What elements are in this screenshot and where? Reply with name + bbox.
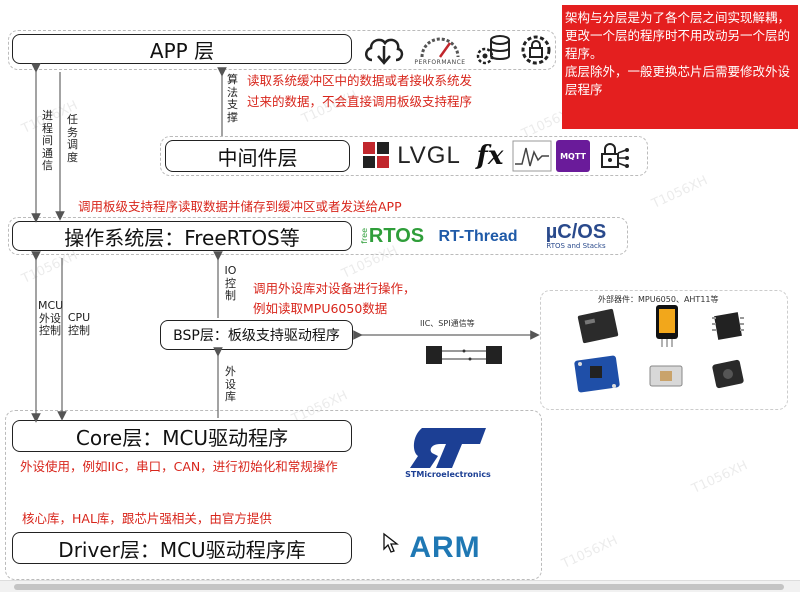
mqtt-label: MQTT: [560, 151, 586, 161]
bus-label: IIC、SPI通信等: [420, 319, 475, 328]
os-group-outline: [8, 217, 628, 255]
bsp-call-note-2: 例如读取MPU6050数据: [253, 301, 388, 316]
display-module-icon: [656, 305, 678, 347]
bus-chips-diagram: [426, 346, 502, 364]
app-read-note-1: 读取系统缓冲区中的数据或者接收系统发: [247, 73, 473, 88]
cloud-download-icon: [365, 38, 404, 65]
st-sub-label: STMicroelectronics: [405, 469, 491, 479]
lock-network-icon: [601, 143, 629, 168]
ipc-label: 进程间通信: [42, 109, 53, 172]
note-line-1: 架构与分层是为了各个层之间实现解耦，更改一个层的程序时不用改动另一个层的程序。: [565, 10, 791, 61]
lvgl-logo: LVGL: [356, 138, 468, 174]
cursor-icon: [383, 532, 399, 553]
arm-label: ARM: [409, 531, 481, 564]
pressure-sensor-icon: [712, 359, 744, 389]
waveform-icon: [512, 140, 552, 172]
app-read-note-2: 过来的数据，不会直接调用板级支持程序: [247, 94, 473, 109]
ucos-logo: µC/OS RTOS and Stacks: [530, 219, 622, 253]
mqtt-logo: MQTT: [556, 140, 590, 172]
mcu-periph-label: MCU外设控制: [38, 299, 64, 337]
bsp-call-note-1: 调用外设库对设备进行操作，: [253, 281, 416, 296]
performance-label: PERFORMANCE: [414, 58, 466, 66]
mcu-group-outline: [5, 410, 542, 580]
horizontal-scrollbar[interactable]: [0, 580, 800, 592]
app-group-outline: [8, 30, 556, 70]
freertos-prefix: free: [359, 228, 369, 244]
bsp-layer: BSP层：板级支持驱动程序: [160, 320, 353, 350]
rtthread-label: RT-Thread: [438, 228, 518, 245]
fx-label: fx: [476, 141, 504, 171]
peripheral-panel: [540, 290, 788, 410]
ucos-sub-label: RTOS and Stacks: [546, 242, 606, 250]
soic-chip-icon: [712, 312, 744, 340]
secure-gear-icon: [521, 35, 551, 65]
os-layer: 操作系统层：FreeRTOS等: [12, 221, 352, 251]
middleware-group-outline: [160, 136, 648, 176]
architecture-note: 架构与分层是为了各个层之间实现解耦，更改一个层的程序时不用改动另一个层的程序。 …: [562, 5, 798, 129]
lvgl-label: LVGL: [397, 142, 461, 169]
mpu6050-chip-icon: [577, 308, 619, 344]
st-logo: STMicroelectronics: [400, 418, 496, 484]
aht-sensor-icon: [649, 365, 683, 387]
middleware-layer: 中间件层: [165, 140, 350, 172]
fx-logo: fx: [470, 138, 510, 174]
performance-gauge-icon: PERFORMANCE: [412, 32, 468, 68]
driver-lib-note: 核心库，HAL库，跟芯片强相关，由官方提供: [22, 511, 272, 526]
peripheral-title: 外部器件：MPU6050、AHT11等: [598, 295, 719, 304]
core-use-note: 外设使用，例如IIC，串口，CAN，进行初始化和常规操作: [20, 459, 338, 474]
freertos-label: RTOS: [368, 224, 425, 247]
arm-logo: ARM: [402, 528, 488, 568]
note-line-2: 底层除外，一般更换芯片后需要修改外设层程序: [565, 64, 791, 97]
algo-label: 算法支撑: [227, 73, 238, 124]
periph-lib-label: 外设库: [225, 365, 236, 403]
core-layer: Core层：MCU驱动程序: [12, 420, 352, 452]
database-gear-icon: [476, 35, 510, 65]
sensor-module-icon: [574, 355, 620, 393]
rtthread-logo: RT-Thread: [430, 223, 526, 251]
ucos-label: µC/OS: [545, 221, 607, 243]
app-layer: APP 层: [12, 34, 352, 64]
cpu-ctrl-label: CPU控制: [67, 311, 91, 337]
task-sched-label: 任务调度: [67, 113, 78, 164]
io-ctrl-label: IO控制: [224, 264, 237, 302]
driver-layer: Driver层：MCU驱动程序库: [12, 532, 352, 564]
os-call-note: 调用板级支持程序读取数据并储存到缓冲区或者发送给APP: [78, 199, 402, 214]
scrollbar-thumb[interactable]: [14, 584, 784, 590]
freertos-logo: free RTOS: [360, 221, 424, 251]
